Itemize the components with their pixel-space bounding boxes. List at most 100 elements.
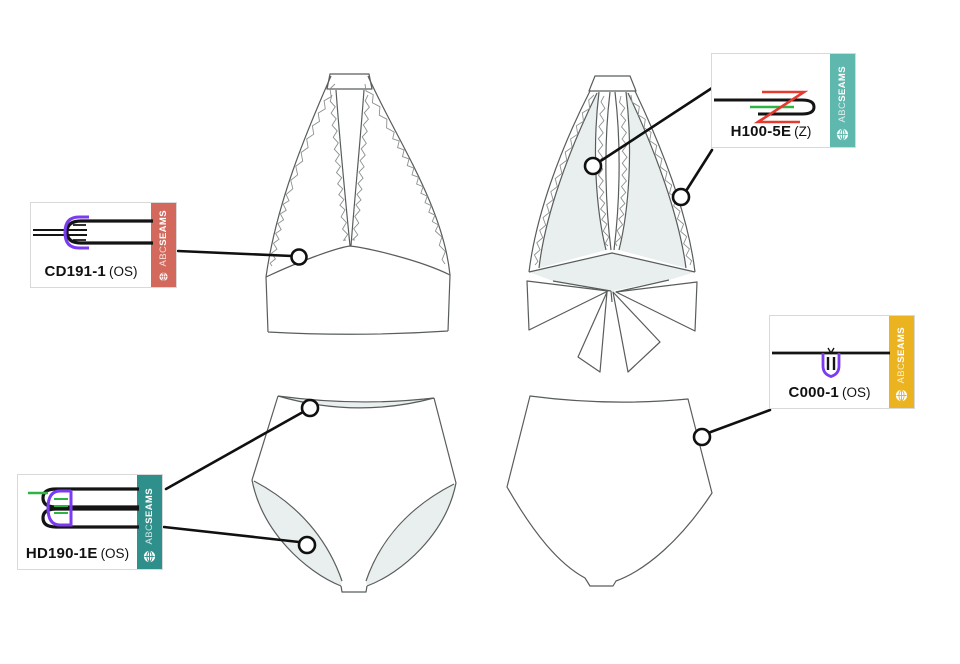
seam-variant: (OS) — [100, 546, 130, 561]
brand-wordmark: ABCSEAMS — [143, 488, 155, 545]
zigzag-stitch-line — [533, 94, 595, 266]
strap-gap-fill — [605, 92, 620, 250]
marker-hd190-b — [297, 535, 317, 555]
card-body: CD191-1(OS) — [31, 203, 153, 287]
double-fold-hem-stitch-icon — [28, 487, 139, 529]
strap-edge-l2 — [605, 91, 612, 251]
seam-variant: (Z) — [794, 124, 812, 139]
brand-tab: ABCSEAMS — [137, 475, 162, 569]
cup-outer-edge-left — [265, 75, 332, 278]
zigzag-hem-stitch-icon — [714, 90, 816, 124]
callout-markers — [290, 156, 712, 555]
zigzag-stitch-line — [329, 94, 349, 241]
marker-cd191 — [290, 248, 308, 266]
waist-top-edge — [277, 395, 435, 403]
leg-outer-right — [366, 482, 457, 587]
brand-tab: ABCSEAMS — [889, 316, 914, 408]
waist-inner-edge — [277, 395, 435, 409]
seam-code-label: CD191-1(OS) — [31, 263, 151, 280]
connector-h100-a — [597, 86, 714, 164]
tie-end-right — [612, 291, 661, 373]
callout-card-cd191-1[interactable]: CD191-1(OS) ABCSEAMS — [30, 202, 177, 288]
zigzag-stitch-line — [630, 94, 693, 266]
zigzag-stitching — [269, 83, 693, 267]
marker-h100-a — [583, 156, 603, 176]
connector-h100-b — [684, 148, 714, 193]
cup-outer-edge-right — [367, 75, 451, 276]
brand-wordmark: ABCSEAMS — [157, 210, 169, 267]
binding-inner-right — [627, 92, 687, 269]
tie-wing-right — [615, 281, 698, 332]
outer-edge-left — [528, 90, 591, 273]
plain-seam-stitch-icon — [772, 347, 890, 378]
band-top-back — [528, 252, 696, 273]
back-panel-fill-left — [539, 92, 606, 268]
strap-edge-l1 — [594, 91, 607, 251]
seam-variant: (OS) — [108, 264, 138, 279]
neck-strap-back-outline — [588, 75, 637, 92]
callout-lines — [162, 86, 772, 544]
callout-card-h100-5e[interactable]: H100-5E(Z) ABCSEAMS — [711, 53, 856, 148]
crotch-edge — [340, 585, 368, 593]
leg-inner-left — [253, 480, 343, 582]
seam-code-label: HD190-1E(OS) — [18, 545, 137, 562]
connector-c000 — [706, 408, 772, 435]
card-body: C000-1(OS) — [770, 316, 890, 408]
bottoms-back-outline — [506, 395, 713, 587]
card-body: HD190-1E(OS) — [18, 475, 139, 569]
tie-end-left — [577, 291, 608, 373]
band-outline — [265, 274, 451, 335]
marker-c000 — [692, 427, 712, 447]
halter-top-back — [526, 75, 698, 373]
zigzag-stitch-line — [597, 95, 610, 247]
globe-icon — [159, 272, 168, 281]
seam-variant: (OS) — [841, 385, 871, 400]
side-seam-right — [433, 397, 457, 484]
leg-outer-left — [251, 479, 342, 587]
binding-fold-stitch-icon — [33, 215, 153, 250]
connector-cd191 — [176, 249, 294, 258]
bottoms-body-fill — [252, 396, 456, 592]
bottoms-front — [251, 395, 457, 593]
side-seam-left — [251, 395, 279, 481]
band-bottom-back — [552, 279, 670, 303]
brand-tab: ABCSEAMS — [830, 54, 855, 147]
outer-edge-right — [634, 90, 696, 273]
seam-code: HD190-1E — [25, 545, 98, 562]
cup-inner-edge-right — [350, 89, 365, 247]
back-panel-fill-right — [619, 92, 686, 268]
seam-code-label: H100-5E(Z) — [712, 123, 830, 140]
leg-inner-right — [365, 483, 455, 582]
card-body: H100-5E(Z) — [712, 54, 830, 147]
globe-icon — [836, 128, 849, 141]
zigzag-stitch-line — [269, 83, 336, 267]
marker-h100-b — [671, 187, 691, 207]
seam-code: C000-1 — [788, 384, 839, 401]
bottoms-back — [506, 395, 713, 587]
tie-wing-left — [526, 280, 609, 331]
lining-fill-right — [366, 483, 456, 586]
binding-inner-left — [538, 92, 598, 269]
globe-icon — [895, 389, 908, 402]
brand-wordmark: ABCSEAMS — [836, 66, 848, 123]
neck-strap-back-fill — [589, 76, 636, 91]
halter-top-front — [265, 73, 451, 335]
strap-edge-r1 — [618, 91, 631, 251]
seam-code: H100-5E — [730, 123, 792, 140]
strap-edge-r2 — [613, 91, 620, 251]
seam-code: CD191-1 — [44, 263, 106, 280]
connector-hd190-a — [164, 410, 305, 491]
seam-code-label: C000-1(OS) — [770, 384, 889, 401]
callout-card-c000-1[interactable]: C000-1(OS) ABCSEAMS — [769, 315, 915, 409]
brand-tab: ABCSEAMS — [151, 203, 176, 287]
globe-icon — [143, 550, 156, 563]
connector-hd190-b — [162, 525, 301, 544]
zigzag-stitch-line — [614, 95, 628, 247]
callout-card-hd190-1e[interactable]: HD190-1E(OS) ABCSEAMS — [17, 474, 163, 570]
marker-hd190-a — [300, 398, 320, 418]
brand-wordmark: ABCSEAMS — [895, 327, 907, 384]
lining-fill-left — [252, 480, 342, 586]
zigzag-stitch-line — [351, 94, 370, 241]
